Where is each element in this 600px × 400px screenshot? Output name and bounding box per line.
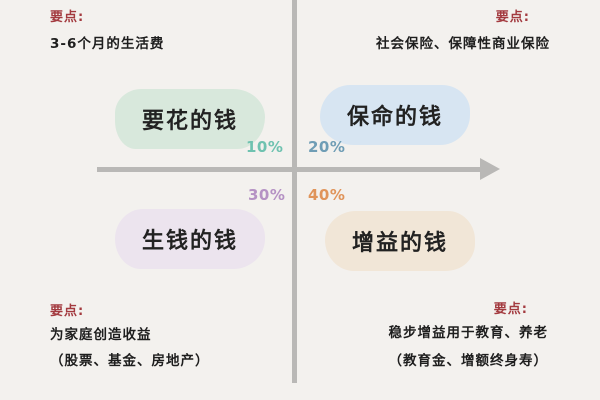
note-top-right: 要点: 社会保险、保障性商业保险 xyxy=(376,6,550,58)
note-line: （股票、基金、房地产） xyxy=(50,353,210,369)
horizontal-axis xyxy=(97,167,483,172)
note-key: 要点: xyxy=(50,10,85,25)
vertical-axis xyxy=(292,0,297,383)
percent-bottom-left: 30% xyxy=(248,186,286,204)
note-key: 要点: xyxy=(50,304,85,319)
note-line: 社会保险、保障性商业保险 xyxy=(376,36,550,52)
note-top-left: 要点: 3-6个月的生活费 xyxy=(50,6,164,58)
note-key: 要点: xyxy=(495,10,530,25)
note-line: （教育金、增额终身寿） xyxy=(388,353,548,369)
quadrant-label-growth-money: 增益的钱 xyxy=(325,211,475,271)
quadrant-label-spending-money: 要花的钱 xyxy=(115,89,265,149)
note-line: 为家庭创造收益 xyxy=(50,327,152,343)
note-line: 稳步增益用于教育、养老 xyxy=(388,325,548,341)
percent-bottom-right: 40% xyxy=(308,186,346,204)
note-bottom-right: 要点: 稳步增益用于教育、养老 （教育金、增额终身寿） xyxy=(389,298,549,375)
note-key: 要点: xyxy=(493,302,528,317)
percent-top-right: 20% xyxy=(308,138,346,156)
quadrant-label-investment-money: 生钱的钱 xyxy=(115,209,265,269)
percent-top-left: 10% xyxy=(246,138,284,156)
note-line: 3-6个月的生活费 xyxy=(50,36,165,52)
note-bottom-left: 要点: 为家庭创造收益 （股票、基金、房地产） xyxy=(50,300,210,374)
arrow-right-icon xyxy=(480,158,500,180)
quadrant-label-protection-money: 保命的钱 xyxy=(320,85,470,145)
